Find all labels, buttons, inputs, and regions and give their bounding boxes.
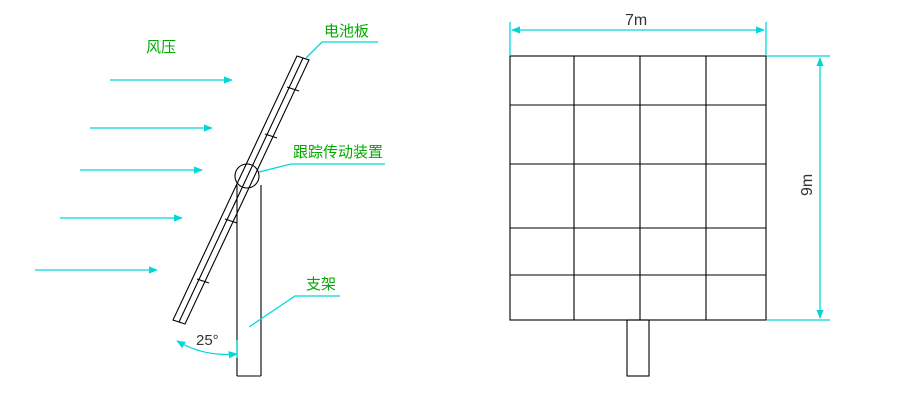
right-diagram: 7m 9m <box>509 12 830 377</box>
tracker-leader <box>258 163 385 173</box>
support-leader <box>248 295 340 328</box>
left-diagram: 风压 电池板 跟踪传动装置 支架 25° <box>35 22 385 377</box>
panel-leader <box>305 41 378 59</box>
panel-post <box>626 319 650 377</box>
wind-pressure-label: 风压 <box>146 38 176 56</box>
support-post <box>236 185 262 377</box>
support-label: 支架 <box>306 275 336 293</box>
width-label: 7m <box>625 12 647 29</box>
panel-grid <box>509 55 767 321</box>
tracking-drive-label: 跟踪传动装置 <box>293 143 383 161</box>
angle-arc <box>176 340 238 359</box>
height-label: 9m <box>799 174 816 196</box>
wind-arrows <box>35 76 233 274</box>
solar-panel-label: 电池板 <box>324 22 369 40</box>
tilt-angle-label: 25° <box>196 332 219 349</box>
solar-panel <box>172 55 310 325</box>
height-dimension <box>767 55 830 321</box>
width-dimension <box>509 22 767 55</box>
tracking-drive <box>234 163 260 189</box>
